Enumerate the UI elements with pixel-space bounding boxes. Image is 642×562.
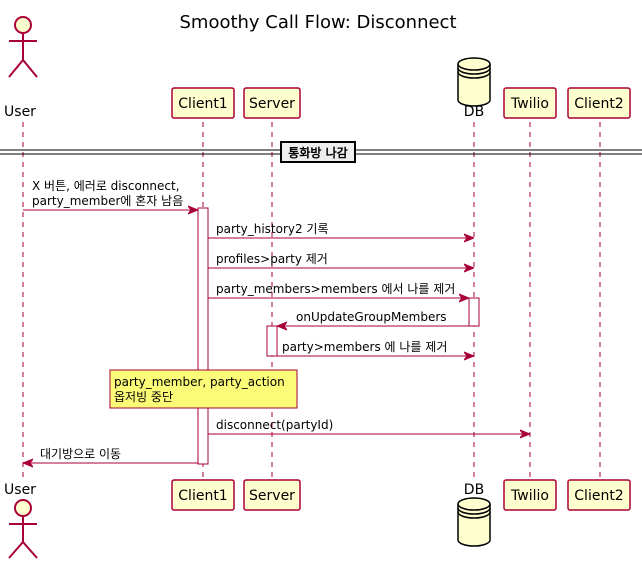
participant-client2-bottom: Client2 <box>567 479 631 511</box>
participant-label-user: User <box>4 482 36 498</box>
participant-label-client1: Client1 <box>178 488 227 504</box>
participant-label-db: DB <box>464 482 484 498</box>
message-db-to-server: onUpdateGroupMembers <box>278 310 469 326</box>
participant-client1-bottom: Client1 <box>171 479 235 511</box>
message-label: onUpdateGroupMembers <box>296 310 447 324</box>
participant-label-twilio: Twilio <box>510 96 549 112</box>
message-label: party_member에 혼자 남음 <box>32 194 183 208</box>
message-client1-to-db-profiles: profiles>party 제거 <box>208 252 473 268</box>
message-label: party_history2 기록 <box>216 222 329 236</box>
actor-head-icon <box>14 499 32 517</box>
participant-label-client2: Client2 <box>574 96 623 112</box>
actor-head-icon <box>14 16 32 34</box>
note-line: party_member, party_action <box>114 375 285 389</box>
participant-label-db: DB <box>464 104 484 120</box>
activation-client1 <box>197 207 209 465</box>
participant-label-server: Server <box>249 488 295 504</box>
note: party_member, party_action 옵저빙 중단 <box>109 369 298 409</box>
message-client1-to-user: 대기방으로 이동 <box>24 447 198 463</box>
message-server-to-db: party>members 에 나를 제거 <box>277 340 473 356</box>
message-label: disconnect(partyId) <box>216 418 333 432</box>
participant-twilio-bottom: Twilio <box>503 479 557 511</box>
participant-client2-top: Client2 <box>567 87 631 119</box>
participant-client1-top: Client1 <box>171 87 235 119</box>
message-label: 대기방으로 이동 <box>40 447 121 461</box>
message-label: profiles>party 제거 <box>216 252 328 266</box>
participant-label-user: User <box>4 104 36 120</box>
message-client1-to-twilio: disconnect(partyId) <box>208 418 529 434</box>
database-icon <box>457 64 491 107</box>
note-line: 옵저빙 중단 <box>114 390 173 404</box>
participant-label-server: Server <box>249 96 295 112</box>
participant-twilio-top: Twilio <box>503 87 557 119</box>
database-icon <box>457 504 491 547</box>
participant-db-top: DB <box>457 57 491 120</box>
message-user-to-client1: X 버튼, 에러로 disconnect, party_member에 혼자 남… <box>23 179 197 210</box>
actor-user-bottom: User <box>4 482 38 559</box>
diagram-title: Smoothy Call Flow: Disconnect <box>179 12 456 33</box>
divider-label: 통화방 나감 <box>288 145 347 160</box>
participant-label-twilio: Twilio <box>510 488 549 504</box>
actor-user-top: User <box>4 16 38 120</box>
activation-db <box>468 297 480 327</box>
activation-server <box>266 325 278 357</box>
actor-body-icon <box>8 33 38 78</box>
participant-db-bottom: DB <box>457 482 491 547</box>
message-client1-to-db-history: party_history2 기록 <box>208 222 473 238</box>
divider: 통화방 나감 <box>0 141 642 163</box>
participant-label-client1: Client1 <box>178 96 227 112</box>
actor-body-icon <box>8 516 38 559</box>
participant-server-top: Server <box>243 87 301 119</box>
message-client1-to-db-members: party_members>members 에서 나를 제거 <box>208 282 468 298</box>
message-label: party_members>members 에서 나를 제거 <box>216 282 455 296</box>
participant-server-bottom: Server <box>243 479 301 511</box>
message-label: party>members 에 나를 제거 <box>282 340 447 354</box>
participant-label-client2: Client2 <box>574 488 623 504</box>
message-label: X 버튼, 에러로 disconnect, <box>32 179 180 193</box>
